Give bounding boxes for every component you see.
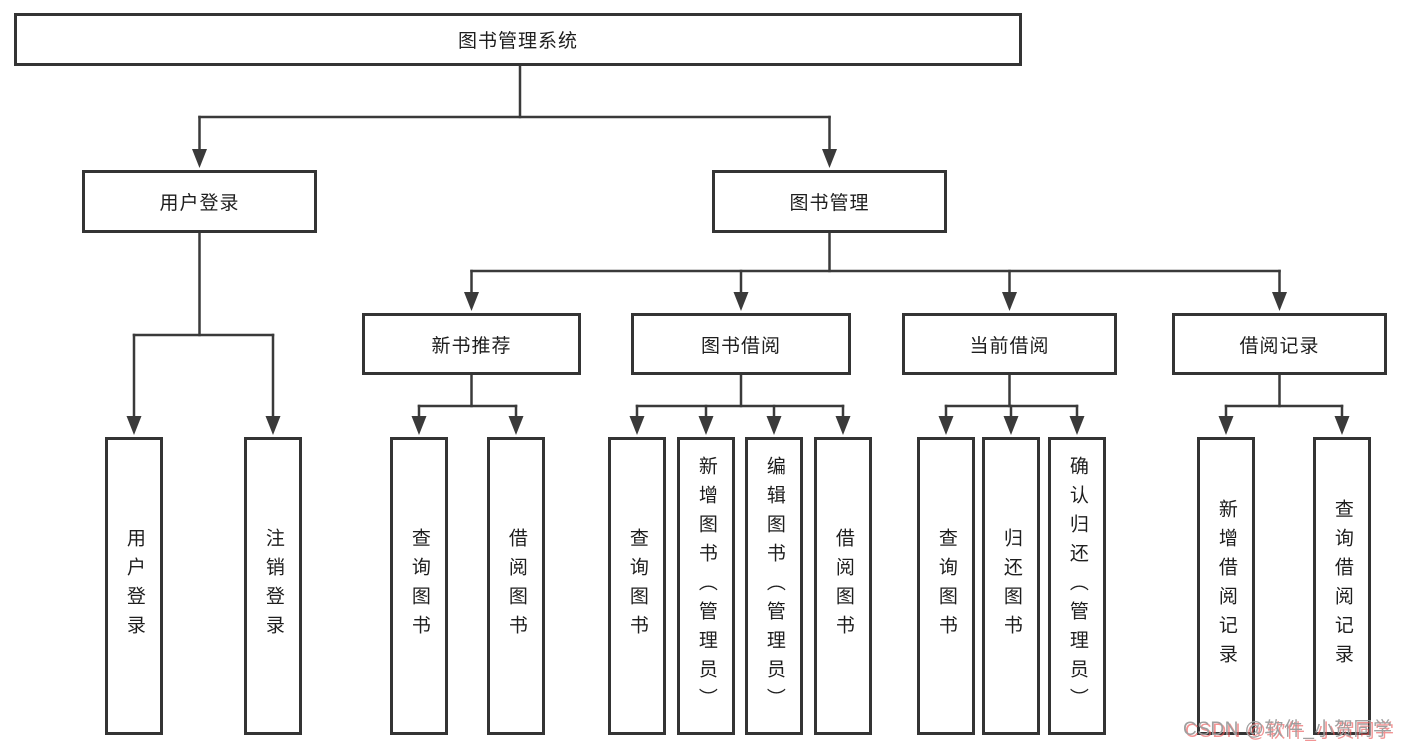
leaf-query-books-borrow: 查询图书 [608, 437, 666, 735]
node-book-borrowing-label: 图书借阅 [700, 335, 781, 357]
connector-root-to-level2 [198, 64, 831, 153]
leaf-query-borrow-record: 查询借阅记录 [1313, 437, 1371, 735]
node-borrowing-records: 借阅记录 [1172, 313, 1387, 375]
leaf-query-books-recommend-label: 查询图书 [408, 528, 430, 644]
connector-book-borrow-to-leaves [635, 373, 845, 420]
node-user-login-label: 用户登录 [159, 193, 240, 214]
leaf-add-book-admin-label: 新增图书（管理员） [695, 455, 717, 717]
leaf-user-login-label: 用户登录 [123, 528, 145, 644]
connector-new-book-to-leaves [417, 373, 518, 420]
leaf-query-books-recommend: 查询图书 [390, 437, 448, 735]
leaf-query-books-borrow-label: 查询图书 [626, 528, 648, 644]
leaf-query-books-current: 查询图书 [917, 437, 975, 735]
node-new-book-recommend: 新书推荐 [362, 313, 581, 375]
leaf-edit-book-admin: 编辑图书（管理员） [745, 437, 803, 735]
connector-borrow-record-to-leaves [1224, 373, 1344, 420]
leaf-add-borrow-record: 新增借阅记录 [1197, 437, 1255, 735]
node-system-root-label: 图书管理系统 [457, 31, 578, 52]
leaf-borrow-books-recommend: 借阅图书 [487, 437, 545, 735]
leaf-borrow-books: 借阅图书 [814, 437, 872, 735]
leaf-add-book-admin: 新增图书（管理员） [677, 437, 735, 735]
connector-user-login-to-leaves [132, 231, 275, 420]
connector-book-management-to-level3 [470, 231, 1281, 296]
node-user-login: 用户登录 [82, 170, 317, 233]
leaf-borrow-books-label: 借阅图书 [832, 528, 854, 644]
node-current-borrowing: 当前借阅 [902, 313, 1117, 375]
arrowheads [126, 149, 1350, 435]
node-new-book-recommend-label: 新书推荐 [431, 335, 512, 357]
leaf-add-borrow-record-label: 新增借阅记录 [1215, 499, 1237, 673]
leaf-query-borrow-record-label: 查询借阅记录 [1331, 499, 1353, 673]
node-current-borrowing-label: 当前借阅 [969, 335, 1050, 357]
leaf-return-book-label: 归还图书 [1000, 528, 1022, 644]
leaf-edit-book-admin-label: 编辑图书（管理员） [763, 455, 785, 717]
leaf-logout-label: 注销登录 [262, 528, 284, 644]
leaf-logout: 注销登录 [244, 437, 302, 735]
leaf-confirm-return-admin-label: 确认归还（管理员） [1066, 455, 1088, 717]
leaf-confirm-return-admin: 确认归还（管理员） [1048, 437, 1106, 735]
node-book-borrowing: 图书借阅 [631, 313, 851, 375]
leaf-user-login: 用户登录 [105, 437, 163, 735]
leaf-return-book: 归还图书 [982, 437, 1040, 735]
leaf-borrow-books-recommend-label: 借阅图书 [505, 528, 527, 644]
node-book-management: 图书管理 [712, 170, 947, 233]
node-borrowing-records-label: 借阅记录 [1239, 335, 1320, 357]
leaf-query-books-current-label: 查询图书 [935, 528, 957, 644]
node-system-root: 图书管理系统 [14, 13, 1022, 66]
csdn-watermark: CSDN @软件_小贺同学 [1183, 719, 1393, 740]
connector-current-borrow-to-leaves [944, 373, 1079, 420]
node-book-management-label: 图书管理 [789, 193, 870, 214]
